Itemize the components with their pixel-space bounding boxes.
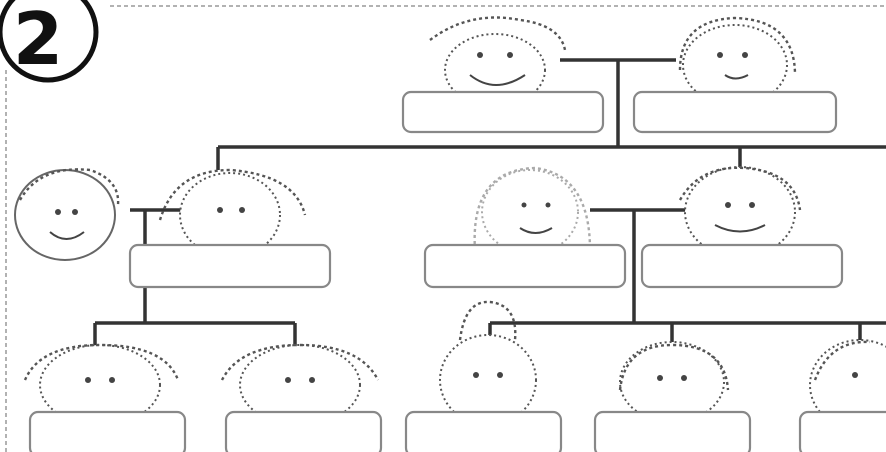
name-box-father[interactable]	[642, 245, 842, 287]
name-box-mother[interactable]	[425, 245, 625, 287]
name-box-cousin-2[interactable]	[226, 412, 381, 452]
name-box-grandpa[interactable]	[403, 92, 603, 132]
exercise-number-badge: 2	[0, 0, 96, 81]
uncle-face-icon	[15, 169, 118, 260]
name-box-sibling-3[interactable]	[800, 412, 886, 452]
sibling-2-face-icon	[620, 342, 728, 422]
name-box-grandma[interactable]	[634, 92, 836, 132]
mother-face-icon	[475, 168, 590, 254]
name-box-sibling-1[interactable]	[406, 412, 561, 452]
sibling-1-face-icon	[440, 302, 536, 425]
exercise-number: 2	[13, 0, 63, 81]
name-box-sibling-2[interactable]	[595, 412, 750, 452]
name-box-uncle-aunt[interactable]	[130, 245, 330, 287]
father-face-icon	[680, 167, 800, 257]
name-box-cousin-1[interactable]	[30, 412, 185, 452]
